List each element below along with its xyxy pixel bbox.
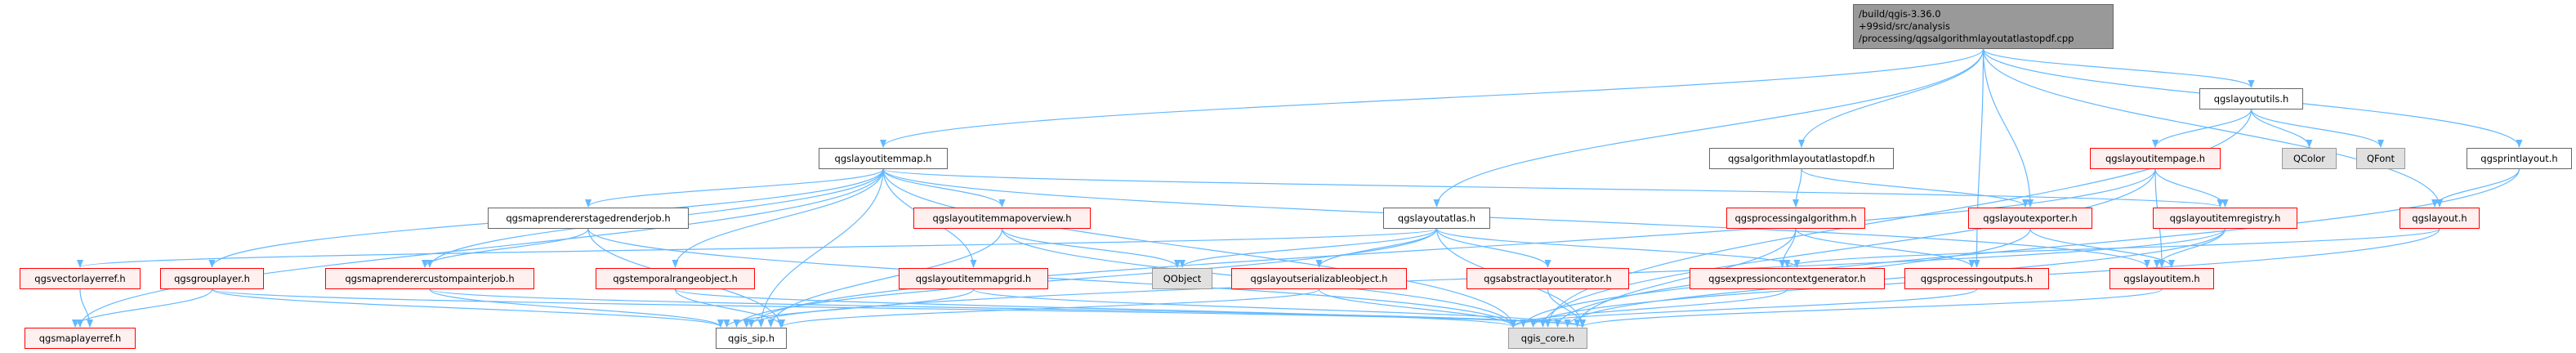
node-qgis-core[interactable]: qgis_core.h bbox=[1508, 328, 1587, 349]
edge-processingalgorithm-to-qgis-core bbox=[1574, 228, 1797, 328]
edge-processingalgorithm-to-expressioncontextgenerator bbox=[1779, 228, 1797, 268]
node-maplayerref[interactable]: qgsmaplayerref.h bbox=[25, 328, 136, 349]
edge-main-to-layoutexporter bbox=[1982, 48, 2034, 208]
node-grouplayer[interactable]: qgsgrouplayer.h bbox=[160, 268, 264, 289]
node-layoutitemmap[interactable]: qgslayoutitemmap.h bbox=[819, 148, 948, 169]
node-layoutatlas[interactable]: qgslayoutatlas.h bbox=[1383, 208, 1490, 229]
edge-abstractlayoutiterator-to-qgis-core bbox=[1547, 288, 1586, 328]
edge-layoutitemregistry-to-qgis-core bbox=[1564, 228, 2226, 328]
edge-layoutatlas-to-expressioncontextgenerator bbox=[1435, 228, 1801, 268]
edge-layoutatlas-to-serializableobject bbox=[1315, 228, 1438, 268]
edge-printlayout-to-qgis-core bbox=[1554, 168, 2520, 328]
edge-printlayout-to-layout bbox=[2431, 168, 2520, 208]
edge-temporalrangeobject-to-qgis-core bbox=[674, 288, 1516, 328]
edge-algorithmlayoutatlastopdf-to-processingalgorithm bbox=[1792, 168, 1802, 208]
node-custompainterjob[interactable]: qgsmaprenderercustompainterjob.h bbox=[325, 268, 534, 289]
edge-mapoverview-to-qobject bbox=[1001, 228, 1181, 268]
source-file-path-line: /build/qgis-3.36.0 bbox=[1859, 8, 1941, 20]
node-abstractlayoutiterator[interactable]: qgsabstractlayoutiterator.h bbox=[1467, 268, 1629, 289]
edge-layoututils-to-qfont bbox=[2250, 109, 2384, 148]
edge-grouplayer-to-qgis-core bbox=[211, 288, 1586, 328]
edge-main-to-algorithmlayoutatlastopdf bbox=[1798, 48, 1984, 148]
edge-layoutitemmap-to-qgis-core bbox=[882, 168, 1516, 328]
edge-layoututils-to-layoutitempage bbox=[2152, 109, 2252, 148]
node-layoutitempage[interactable]: qgslayoutitempage.h bbox=[2090, 148, 2221, 169]
node-layoutexporter[interactable]: qgslayoutexporter.h bbox=[1968, 208, 2092, 229]
node-mapgrid[interactable]: qgslayoutitemmapgrid.h bbox=[899, 268, 1048, 289]
edge-vectorlayerref-to-maplayerref bbox=[79, 288, 93, 328]
edge-layoutexporter-to-layoutitem bbox=[2029, 228, 2175, 268]
node-processingalgorithm[interactable]: qgsprocessingalgorithm.h bbox=[1726, 208, 1865, 229]
edge-mapgrid-to-qgis-core bbox=[972, 288, 1586, 328]
edge-layoutitemregistry-to-layoutitem bbox=[2154, 228, 2226, 268]
node-layoututils[interactable]: qgslayoututils.h bbox=[2199, 88, 2303, 109]
node-mapoverview[interactable]: qgslayoutitemmapoverview.h bbox=[913, 208, 1091, 229]
node-algorithmlayoutatlastopdf[interactable]: qgsalgorithmlayoutatlastopdf.h bbox=[1709, 148, 1894, 169]
edge-layoutitemmap-to-maplayerref bbox=[77, 168, 884, 328]
edge-layoutitemmap-to-mapoverview bbox=[882, 168, 1006, 208]
source-file-path-line: /processing/qgsalgorithmlayoutatlastopdf… bbox=[1859, 33, 2074, 44]
edge-algorithmlayoutatlastopdf-to-layoutexporter bbox=[1801, 168, 2029, 208]
node-vectorlayerref[interactable]: qgsvectorlayerref.h bbox=[20, 268, 141, 289]
source-file-path-line: +99sid/src/analysis bbox=[1859, 20, 1950, 32]
node-serializableobject[interactable]: qgslayoutserializableobject.h bbox=[1231, 268, 1407, 289]
edge-main-to-layoututils bbox=[1982, 48, 2255, 88]
edge-main-to-processingoutputs bbox=[1973, 48, 1984, 268]
edge-stagedrenderjob-to-custompainterjob bbox=[422, 228, 589, 268]
node-qfont[interactable]: QFont bbox=[2356, 148, 2405, 169]
node-layoutitemregistry[interactable]: qgslayoutitemregistry.h bbox=[2153, 208, 2297, 229]
node-qgis-sip[interactable]: qgis_sip.h bbox=[716, 328, 787, 349]
edge-layoututils-to-qcolor bbox=[2250, 109, 2313, 148]
edge-layoutatlas-to-qgis-sip bbox=[733, 228, 1438, 328]
edge-layoutitemmap-to-layoutitemregistry bbox=[882, 168, 2223, 208]
edge-main-to-layoutatlas bbox=[1433, 48, 1984, 208]
node-processingoutputs[interactable]: qgsprocessingoutputs.h bbox=[1904, 268, 2049, 289]
edge-layoutitemmap-to-stagedrenderjob bbox=[585, 168, 884, 208]
edge-layoutitempage-to-qgis-core bbox=[1539, 168, 2156, 328]
edge-mapgrid-to-qgis-sip bbox=[723, 288, 975, 328]
source-file-node[interactable]: /build/qgis-3.36.0 +99sid/src/analysis /… bbox=[1853, 4, 2114, 49]
edge-processingoutputs-to-qgis-core bbox=[1510, 288, 1978, 328]
edge-layoutitemmap-to-qgis-sip bbox=[757, 168, 884, 328]
edge-main-to-layout bbox=[1982, 48, 2443, 208]
node-layoutitem[interactable]: qgslayoutitem.h bbox=[2109, 268, 2214, 289]
edge-layoutatlas-to-abstractlayoutiterator bbox=[1435, 228, 1551, 268]
node-qcolor[interactable]: QColor bbox=[2282, 148, 2337, 169]
edge-layoutitemmap-to-layoutitem bbox=[882, 168, 2150, 268]
node-printlayout[interactable]: qgsprintlayout.h bbox=[2467, 148, 2572, 169]
edge-custompainterjob-to-qgis-sip bbox=[429, 288, 724, 328]
edge-grouplayer-to-qgis-sip bbox=[211, 288, 724, 328]
edge-serializableobject-to-qgis-core bbox=[1318, 288, 1516, 328]
edge-grouplayer-to-maplayerref bbox=[72, 288, 213, 328]
edge-layoutitemmap-to-temporalrangeobject bbox=[672, 168, 884, 268]
edge-mapoverview-to-qgis-sip bbox=[767, 228, 1003, 328]
node-stagedrenderjob[interactable]: qgsmaprendererstagedrenderjob.h bbox=[488, 208, 689, 229]
node-expressioncontextgenerator[interactable]: qgsexpressioncontextgenerator.h bbox=[1690, 268, 1885, 289]
edge-layoutitem-to-qgis-core bbox=[1579, 288, 2163, 328]
edge-main-to-layoutitemmap bbox=[880, 48, 1984, 148]
edge-serializableobject-to-qgis-sip bbox=[779, 288, 1320, 328]
edge-temporalrangeobject-to-qgis-sip bbox=[674, 288, 785, 328]
edge-expressioncontextgenerator-to-qgis-core bbox=[1510, 288, 1788, 328]
node-layout[interactable]: qgslayout.h bbox=[2400, 208, 2480, 229]
edge-layoutatlas-to-vectorlayerref bbox=[77, 228, 1438, 268]
node-qobject[interactable]: QObject bbox=[1152, 268, 1212, 289]
node-temporalrangeobject[interactable]: qgstemporalrangeobject.h bbox=[596, 268, 755, 289]
edge-stagedrenderjob-to-qgis-core bbox=[587, 228, 1516, 328]
edge-processingalgorithm-to-processingoutputs bbox=[1795, 228, 1976, 268]
edge-layoutatlas-to-qobject bbox=[1179, 228, 1438, 268]
